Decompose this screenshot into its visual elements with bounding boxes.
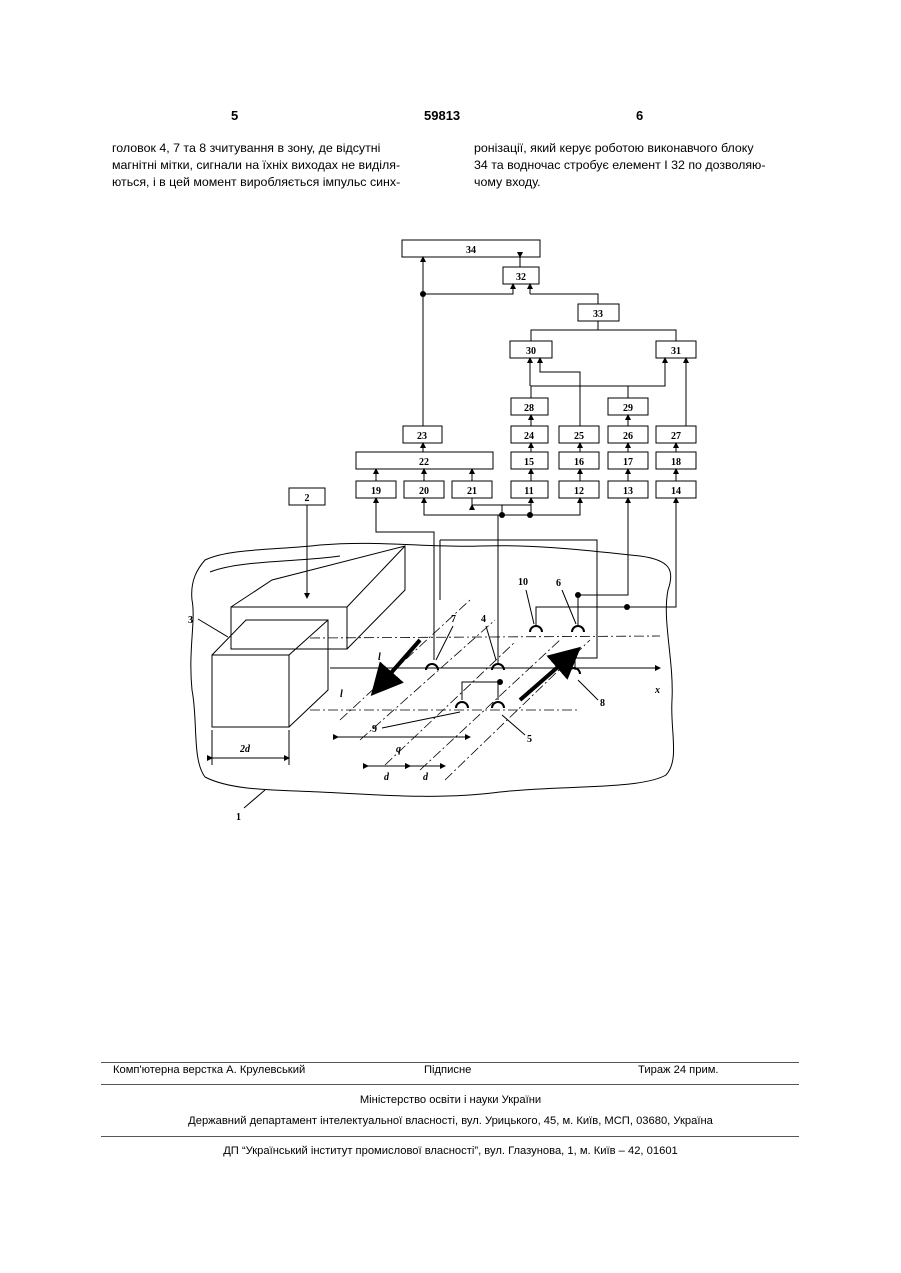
block-17-label: 17 [623,457,633,468]
block-24-label: 24 [524,431,534,442]
block-20-label: 20 [419,486,429,497]
ref-label-1: 1 [236,812,241,823]
dim-label-d-left: d [384,772,390,783]
block-21-label: 21 [467,486,477,497]
ref-label-3: 3 [188,615,193,626]
block-30-label: 30 [526,346,536,357]
dim-label-d-right: d [423,772,429,783]
footer-department: Державний департамент інтелектуальної вл… [0,1115,901,1127]
block-2-label: 2 [305,493,310,504]
block-12-label: 12 [574,486,584,497]
head-9 [456,702,468,708]
carriage-box-back-top [231,546,405,649]
dim-label-l-upper: l [378,652,381,663]
block-25-label: 25 [574,431,584,442]
dim-label-2d: 2d [239,744,251,755]
dim-label-l-lower: l [340,689,343,700]
head-8 [568,668,580,674]
carriage-box-back [231,607,347,649]
block-34-label: 34 [466,245,476,256]
ref-label-5: 5 [527,734,532,745]
motion-arrow-right [520,652,575,700]
head-4 [492,664,504,670]
head-6 [572,626,584,632]
block-27-label: 27 [671,431,681,442]
footer-rule-top [101,1062,799,1063]
block-29-label: 29 [623,403,633,414]
ref-label-9: 9 [372,724,377,735]
footer-signed: Підписне [424,1064,471,1076]
footer-layout-credit: Комп'ютерна верстка А. Крулевський [113,1064,305,1076]
block-14-label: 14 [671,486,681,497]
footer-institute: ДП “Український інститут промислової вла… [0,1145,901,1157]
block-31-label: 31 [671,346,681,357]
ref-label-10: 10 [518,577,528,588]
ref-label-7: 7 [451,614,456,625]
block-13-label: 13 [623,486,633,497]
axis-label-x: x [654,685,660,696]
surface-edge [210,556,340,572]
footer-circulation: Тираж 24 прим. [638,1064,719,1076]
block-32-label: 32 [516,272,526,283]
ref-label-4: 4 [481,614,486,625]
head-10 [530,626,542,632]
head-7 [426,664,438,670]
ref-label-8: 8 [600,698,605,709]
block-16-label: 16 [574,457,584,468]
dim-label-q: q [396,744,401,755]
block-26-label: 26 [623,431,633,442]
block-28-label: 28 [524,403,534,414]
block-22-label: 22 [419,457,429,468]
block-18-label: 18 [671,457,681,468]
footer-rule-bottom [101,1136,799,1137]
block-19-label: 19 [371,486,381,497]
head-5 [492,702,504,708]
block-15-label: 15 [524,457,534,468]
ref-label-6: 6 [556,578,561,589]
motion-arrow-left [376,640,420,690]
block-23-label: 23 [417,431,427,442]
carriage-box-front [212,655,289,727]
block-11-label: 11 [524,486,533,497]
footer-ministry: Міністерство освіти і науки України [0,1094,901,1106]
block-33-label: 33 [593,309,603,320]
footer-rule-middle [101,1084,799,1085]
